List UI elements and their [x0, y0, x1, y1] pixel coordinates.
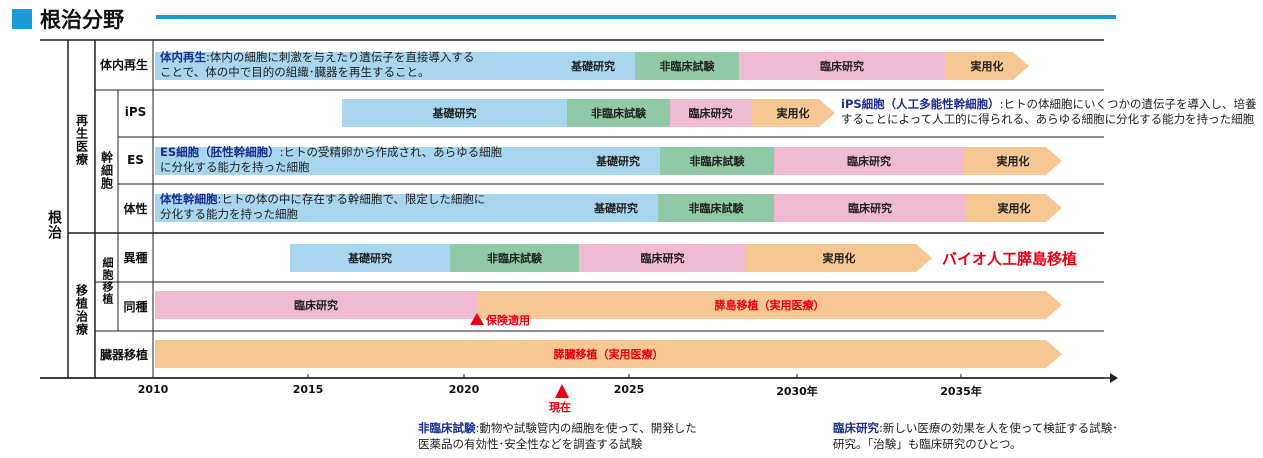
stem-cell-label: 幹細胞 [99, 150, 114, 190]
cell-transplant-label: 細胞移植 [101, 257, 114, 305]
insurance-label: 保険適用 [486, 314, 530, 327]
row-label-somatic: 体性 [123, 201, 148, 216]
stage-bar-clinical: 臨床研究 [739, 52, 945, 80]
stage-bar-clinical: 臨床研究 [155, 291, 477, 319]
insurance-marker-icon [470, 313, 484, 325]
stage-bar-basic: 基礎研究 [155, 52, 635, 80]
stage-bar-practical: 実用化 [966, 194, 1062, 222]
axis-tick: 2015 [292, 383, 324, 396]
stage-bar-practical: 実用化 [964, 147, 1062, 175]
bio-artificial-islet-label: バイオ人工膵島移植 [942, 250, 1078, 268]
axis-tick: 2020 [448, 383, 480, 396]
stage-bar-nonclinical: 非臨床試験 [635, 52, 739, 80]
stage-bar-practical: 実用化 [746, 244, 932, 272]
now-marker-icon [555, 384, 569, 398]
es-description: ES細胞（胚性幹細胞）:ヒトの受精卵から作成され、あらゆる細胞に分化する能力を持… [160, 145, 503, 174]
stage-bar-basic: 基礎研究 [155, 147, 660, 175]
stage-bar-pancreas-practical: 膵臓移植（実用医療） [155, 340, 1062, 368]
page-title: 根治分野 [40, 8, 124, 32]
row-label-ips: iPS [124, 105, 147, 119]
stage-bar-practical: 実用化 [751, 99, 835, 127]
stage-bar-clinical: 臨床研究 [774, 194, 966, 222]
axis-tick: 2010 [137, 383, 169, 396]
stage-bar-clinical: 臨床研究 [774, 147, 964, 175]
ips-description: iPS細胞（人工多能性幹細胞）:ヒトの体細胞にいくつかの遺伝子を導入し、培養する… [841, 97, 1257, 126]
header-square-icon [12, 9, 32, 29]
regen-label: 再生医療 [74, 114, 89, 166]
clinical-note: 臨床研究:新しい医療の効果を人を使って検証する試験･研究。「治験」も臨床研究のひ… [833, 421, 1119, 451]
stage-bar-basic: 基礎研究 [342, 99, 567, 127]
transplant-label: 移植治療 [74, 284, 89, 336]
header-rule [156, 15, 1116, 19]
somatic-description: 体性幹細胞:ヒトの体の中に存在する幹細胞で、限定した細胞に分化する能力を持った細… [160, 192, 486, 221]
stage-bar-clinical: 臨床研究 [670, 99, 751, 127]
nonclinical-note: 非臨床試験:動物や試験管内の細胞を使って、開発した医薬品の有効性･安全性などを調… [418, 421, 697, 451]
stage-bar-nonclinical: 非臨床試験 [660, 147, 774, 175]
stage-bar-basic: 基礎研究 [155, 194, 658, 222]
stage-bar-basic: 基礎研究 [290, 244, 450, 272]
stage-bar-clinical: 臨床研究 [579, 244, 746, 272]
root-label: 根治 [46, 210, 62, 240]
axis-tick: 2030年 [776, 385, 818, 398]
axis-tick: 2035年 [940, 385, 982, 398]
now-label: 現在 [549, 401, 571, 414]
row-label-organ: 臓器移植 [99, 347, 148, 362]
stage-bar-nonclinical: 非臨床試験 [658, 194, 774, 222]
stage-bar-nonclinical: 非臨床試験 [450, 244, 579, 272]
row-label-allo: 同種 [123, 299, 148, 314]
in-vivo-description: 体内再生:体内の細胞に刺激を与えたり遺伝子を直接導入することで、体の中で目的の組… [160, 50, 475, 79]
row-label-es: ES [127, 153, 144, 167]
row-label-xeno: 異種 [123, 250, 148, 265]
row-label-in-vivo: 体内再生 [99, 57, 148, 72]
stage-bar-nonclinical: 非臨床試験 [567, 99, 670, 127]
axis-tick: 2025 [613, 383, 645, 396]
stage-bar-practical: 実用化 [945, 52, 1029, 80]
stage-bar-islet-practical: 膵島移植（実用医療） [477, 291, 1062, 319]
